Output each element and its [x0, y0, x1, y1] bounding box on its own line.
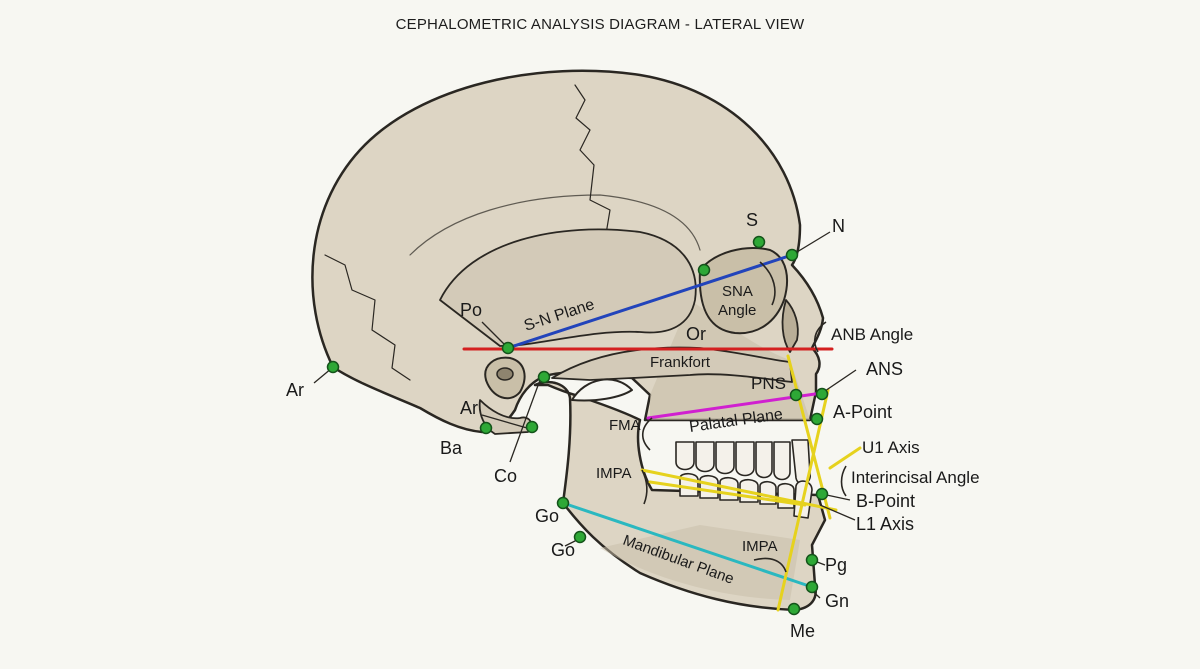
label-fma: FMA	[609, 417, 641, 434]
label-impa-lower: IMPA	[742, 538, 778, 555]
u1-tick	[828, 446, 862, 470]
label-pg: Pg	[825, 555, 847, 575]
label-b-point: B-Point	[856, 491, 915, 511]
point-gn	[805, 580, 819, 594]
label-sna-1: SNA	[722, 283, 753, 300]
lambdoid-suture	[324, 254, 411, 381]
label-ar-left: Ar	[286, 380, 304, 400]
point-n	[785, 248, 799, 262]
point-co	[525, 420, 539, 434]
label-pns: PNS	[751, 374, 786, 393]
sn-plane-line	[506, 253, 794, 350]
lower-teeth	[679, 472, 813, 519]
point-ar-left	[326, 360, 340, 374]
landmark-points	[326, 235, 829, 616]
label-gn: Gn	[825, 591, 849, 611]
label-go-lower: Go	[551, 540, 575, 560]
orbit	[698, 247, 788, 335]
temporal-line	[409, 194, 701, 256]
nasal-cavity	[781, 299, 799, 353]
label-l1-axis: L1 Axis	[856, 514, 914, 534]
reference-lines	[462, 253, 862, 612]
label-or: Or	[686, 324, 706, 344]
label-po: Po	[460, 300, 482, 320]
label-impa-left: IMPA	[596, 465, 632, 482]
label-go-upper: Go	[535, 506, 559, 526]
label-co: Co	[494, 466, 517, 486]
label-frankfort: Frankfort	[650, 354, 711, 371]
label-interincisal-angle: Interincisal Angle	[851, 468, 980, 487]
point-ar	[537, 370, 551, 384]
diagram-title: CEPHALOMETRIC ANALYSIS DIAGRAM - LATERAL…	[395, 16, 805, 33]
mandibular-plane-line	[561, 501, 814, 589]
label-ba: Ba	[440, 438, 463, 458]
impa-lower-arc	[753, 557, 787, 573]
anb-arc	[813, 321, 827, 353]
point-s-orbit	[697, 263, 711, 277]
angle-arcs	[641, 261, 847, 573]
label-n: N	[832, 216, 845, 236]
fma-arc	[641, 417, 653, 451]
impa-left-arc	[641, 469, 648, 505]
label-ar: Ar	[460, 398, 478, 418]
label-anb-angle: ANB Angle	[831, 325, 913, 344]
l1-axis-line	[776, 388, 830, 612]
label-a-point: A-Point	[833, 402, 892, 422]
text-labels: S N Po Or Ar Ar Ba Co PNS ANS A-Point B-…	[286, 210, 980, 641]
ear-opening	[496, 367, 514, 381]
interincisal-arc	[840, 465, 847, 497]
point-me	[787, 602, 801, 616]
point-pg	[805, 553, 819, 567]
point-ans	[815, 387, 829, 401]
occlusal-line-lower	[648, 480, 807, 507]
point-s	[752, 235, 766, 249]
point-pns	[789, 388, 803, 402]
point-po	[501, 341, 515, 355]
point-go-lower	[573, 530, 587, 544]
point-ba	[479, 421, 493, 435]
zygoma	[551, 346, 793, 383]
point-a	[810, 412, 824, 426]
sigmoid-notch	[571, 378, 633, 402]
label-ans: ANS	[866, 359, 903, 379]
upper-teeth	[675, 439, 811, 485]
label-s: S	[746, 210, 758, 230]
mandible-shadow	[600, 525, 800, 600]
point-b	[815, 487, 829, 501]
skull-illustration	[311, 69, 827, 612]
label-sna-2: Angle	[718, 302, 756, 319]
temporal-bone	[439, 228, 697, 347]
label-u1-axis: U1 Axis	[862, 438, 920, 457]
point-go-upper	[556, 496, 570, 510]
label-me: Me	[790, 621, 815, 641]
sna-arc	[759, 261, 776, 306]
